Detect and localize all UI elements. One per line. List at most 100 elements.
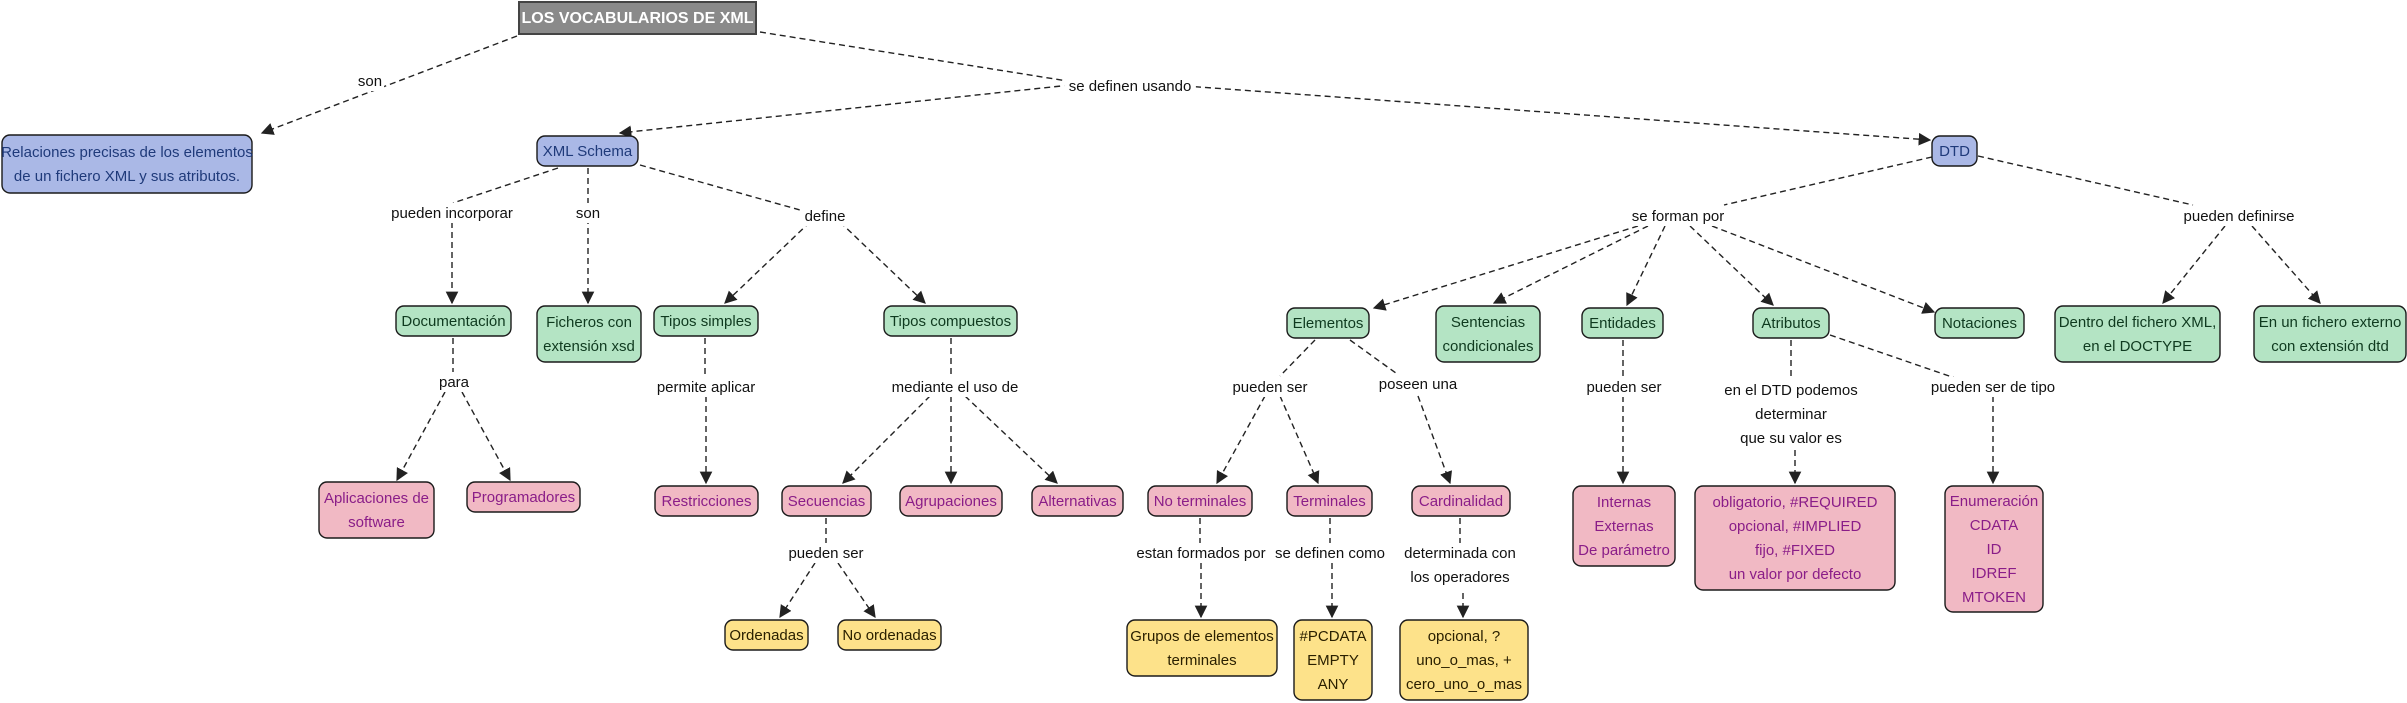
- node-label: Tipos compuestos: [890, 313, 1011, 330]
- node-alternativas[interactable]: Alternativas: [1031, 485, 1124, 517]
- node-label: IDREF: [1972, 565, 2017, 582]
- link-label-pueden-incorporar: pueden incorporar: [391, 205, 513, 222]
- node-box: [1581, 307, 1664, 339]
- node-box: [2253, 305, 2407, 363]
- node-atributos[interactable]: Atributos: [1752, 307, 1830, 339]
- node-label: Dentro del fichero XML,: [2059, 314, 2217, 331]
- node-box: [837, 619, 942, 651]
- link-label-bg: [647, 377, 765, 397]
- node-agrupaciones[interactable]: Agrupaciones: [899, 485, 1003, 517]
- connector-line: [839, 221, 926, 304]
- node-label: un valor por defecto: [1729, 566, 1862, 583]
- link-label-permite-aplicar: permite aplicar: [657, 379, 755, 396]
- node-label: fijo, #FIXED: [1755, 542, 1835, 559]
- node-cardinalidad[interactable]: Cardinalidad: [1411, 485, 1511, 517]
- node-box: [1, 134, 253, 194]
- node-operadores[interactable]: opcional, ?uno_o_mas, +cero_uno_o_mas: [1399, 619, 1529, 701]
- link-label-se-forman: se forman por: [1632, 208, 1725, 225]
- link-label-se-definen: se definen usando: [1069, 78, 1192, 95]
- link-label-pueden-definirse: pueden definirse: [2184, 208, 2295, 225]
- link-label-estan-formados: estan formados por: [1136, 545, 1265, 562]
- link-label-bg: [1131, 543, 1271, 563]
- node-label: Sentencias: [1451, 314, 1525, 331]
- link-label-determinada: determinada con: [1404, 545, 1516, 562]
- connector-line: [396, 391, 446, 482]
- node-entidades[interactable]: Entidades: [1581, 307, 1664, 339]
- node-terminales[interactable]: Terminales: [1286, 485, 1373, 517]
- node-xmlschema[interactable]: XML Schema: [536, 135, 639, 167]
- node-tipos-compuestos[interactable]: Tipos compuestos: [883, 305, 1018, 337]
- link-label-bg: [386, 203, 518, 223]
- node-label: condicionales: [1443, 338, 1534, 355]
- node-elementos[interactable]: Elementos: [1286, 307, 1370, 339]
- node-title[interactable]: LOS VOCABULARIOS DE XML: [518, 1, 757, 35]
- node-label: XML Schema: [543, 143, 633, 160]
- link-label-pueden-ser-seq: pueden ser: [788, 545, 863, 562]
- connector-line: [1184, 85, 1932, 146]
- node-tipos-simples[interactable]: Tipos simples: [653, 305, 759, 337]
- connector-line: [461, 391, 511, 482]
- node-label: Aplicaciones de: [324, 490, 429, 507]
- node-label: Secuencias: [788, 493, 866, 510]
- connector-line: [1216, 395, 1266, 485]
- node-box: [395, 305, 512, 337]
- node-box: [1411, 485, 1511, 517]
- node-box: [653, 305, 759, 337]
- node-label: en el DOCTYPE: [2083, 338, 2192, 355]
- node-sentencias[interactable]: Sentencias condicionales: [1435, 305, 1541, 363]
- connector-line: [1626, 225, 1666, 307]
- link-label-pueden-ser-tipo: pueden ser de tipo: [1931, 379, 2055, 396]
- node-label: con extensión dtd: [2271, 338, 2389, 355]
- node-no-terminales[interactable]: No terminales: [1147, 485, 1253, 517]
- connector-line: [2251, 225, 2321, 304]
- node-dtd[interactable]: DTD: [1931, 135, 1978, 167]
- node-label: Terminales: [1293, 493, 1366, 510]
- node-label: cero_uno_o_mas: [1406, 676, 1522, 693]
- node-label: Documentación: [401, 313, 505, 330]
- node-box: [1293, 619, 1373, 701]
- node-documentacion[interactable]: Documentación: [395, 305, 512, 337]
- link-label-bg: [1751, 404, 1831, 424]
- link-label-para: para: [439, 374, 470, 391]
- node-label: Agrupaciones: [905, 493, 997, 510]
- node-dentro[interactable]: Dentro del fichero XML, en el DOCTYPE: [2054, 305, 2221, 363]
- node-label: ANY: [1318, 676, 1349, 693]
- node-label: #PCDATA: [1300, 628, 1367, 645]
- node-ordenadas[interactable]: Ordenadas: [724, 619, 809, 651]
- connector-line: [2162, 225, 2226, 304]
- node-label: Grupos de elementos: [1130, 628, 1273, 645]
- node-notaciones[interactable]: Notaciones: [1934, 307, 2025, 339]
- node-box: [318, 481, 435, 539]
- node-label: Enumeración: [1950, 493, 2038, 510]
- node-box: [1126, 619, 1278, 677]
- link-label-mediante: mediante el uso de: [892, 379, 1019, 396]
- node-restricciones[interactable]: Restricciones: [654, 485, 759, 517]
- node-label: Relaciones precisas de los elementos: [1, 144, 253, 161]
- connector-line: [1711, 225, 1936, 314]
- node-no-ordenadas[interactable]: No ordenadas: [837, 619, 942, 651]
- link-label-bg: [1732, 428, 1850, 448]
- node-box: [1147, 485, 1253, 517]
- node-label: MTOKEN: [1962, 589, 2026, 606]
- link-label-bg: [786, 543, 866, 563]
- node-programadores[interactable]: Programadores: [466, 481, 581, 513]
- node-box: [1572, 485, 1676, 567]
- link-label-pueden-ser-ent: pueden ser: [1586, 379, 1661, 396]
- link-label-bg: [1064, 76, 1196, 96]
- link-label-bg: [436, 372, 472, 392]
- node-secuencias[interactable]: Secuencias: [781, 485, 872, 517]
- link-label-son-xs: son: [576, 205, 600, 222]
- link-label-bg: [573, 203, 603, 223]
- node-label: Programadores: [472, 489, 575, 506]
- connector-line: [1279, 395, 1320, 485]
